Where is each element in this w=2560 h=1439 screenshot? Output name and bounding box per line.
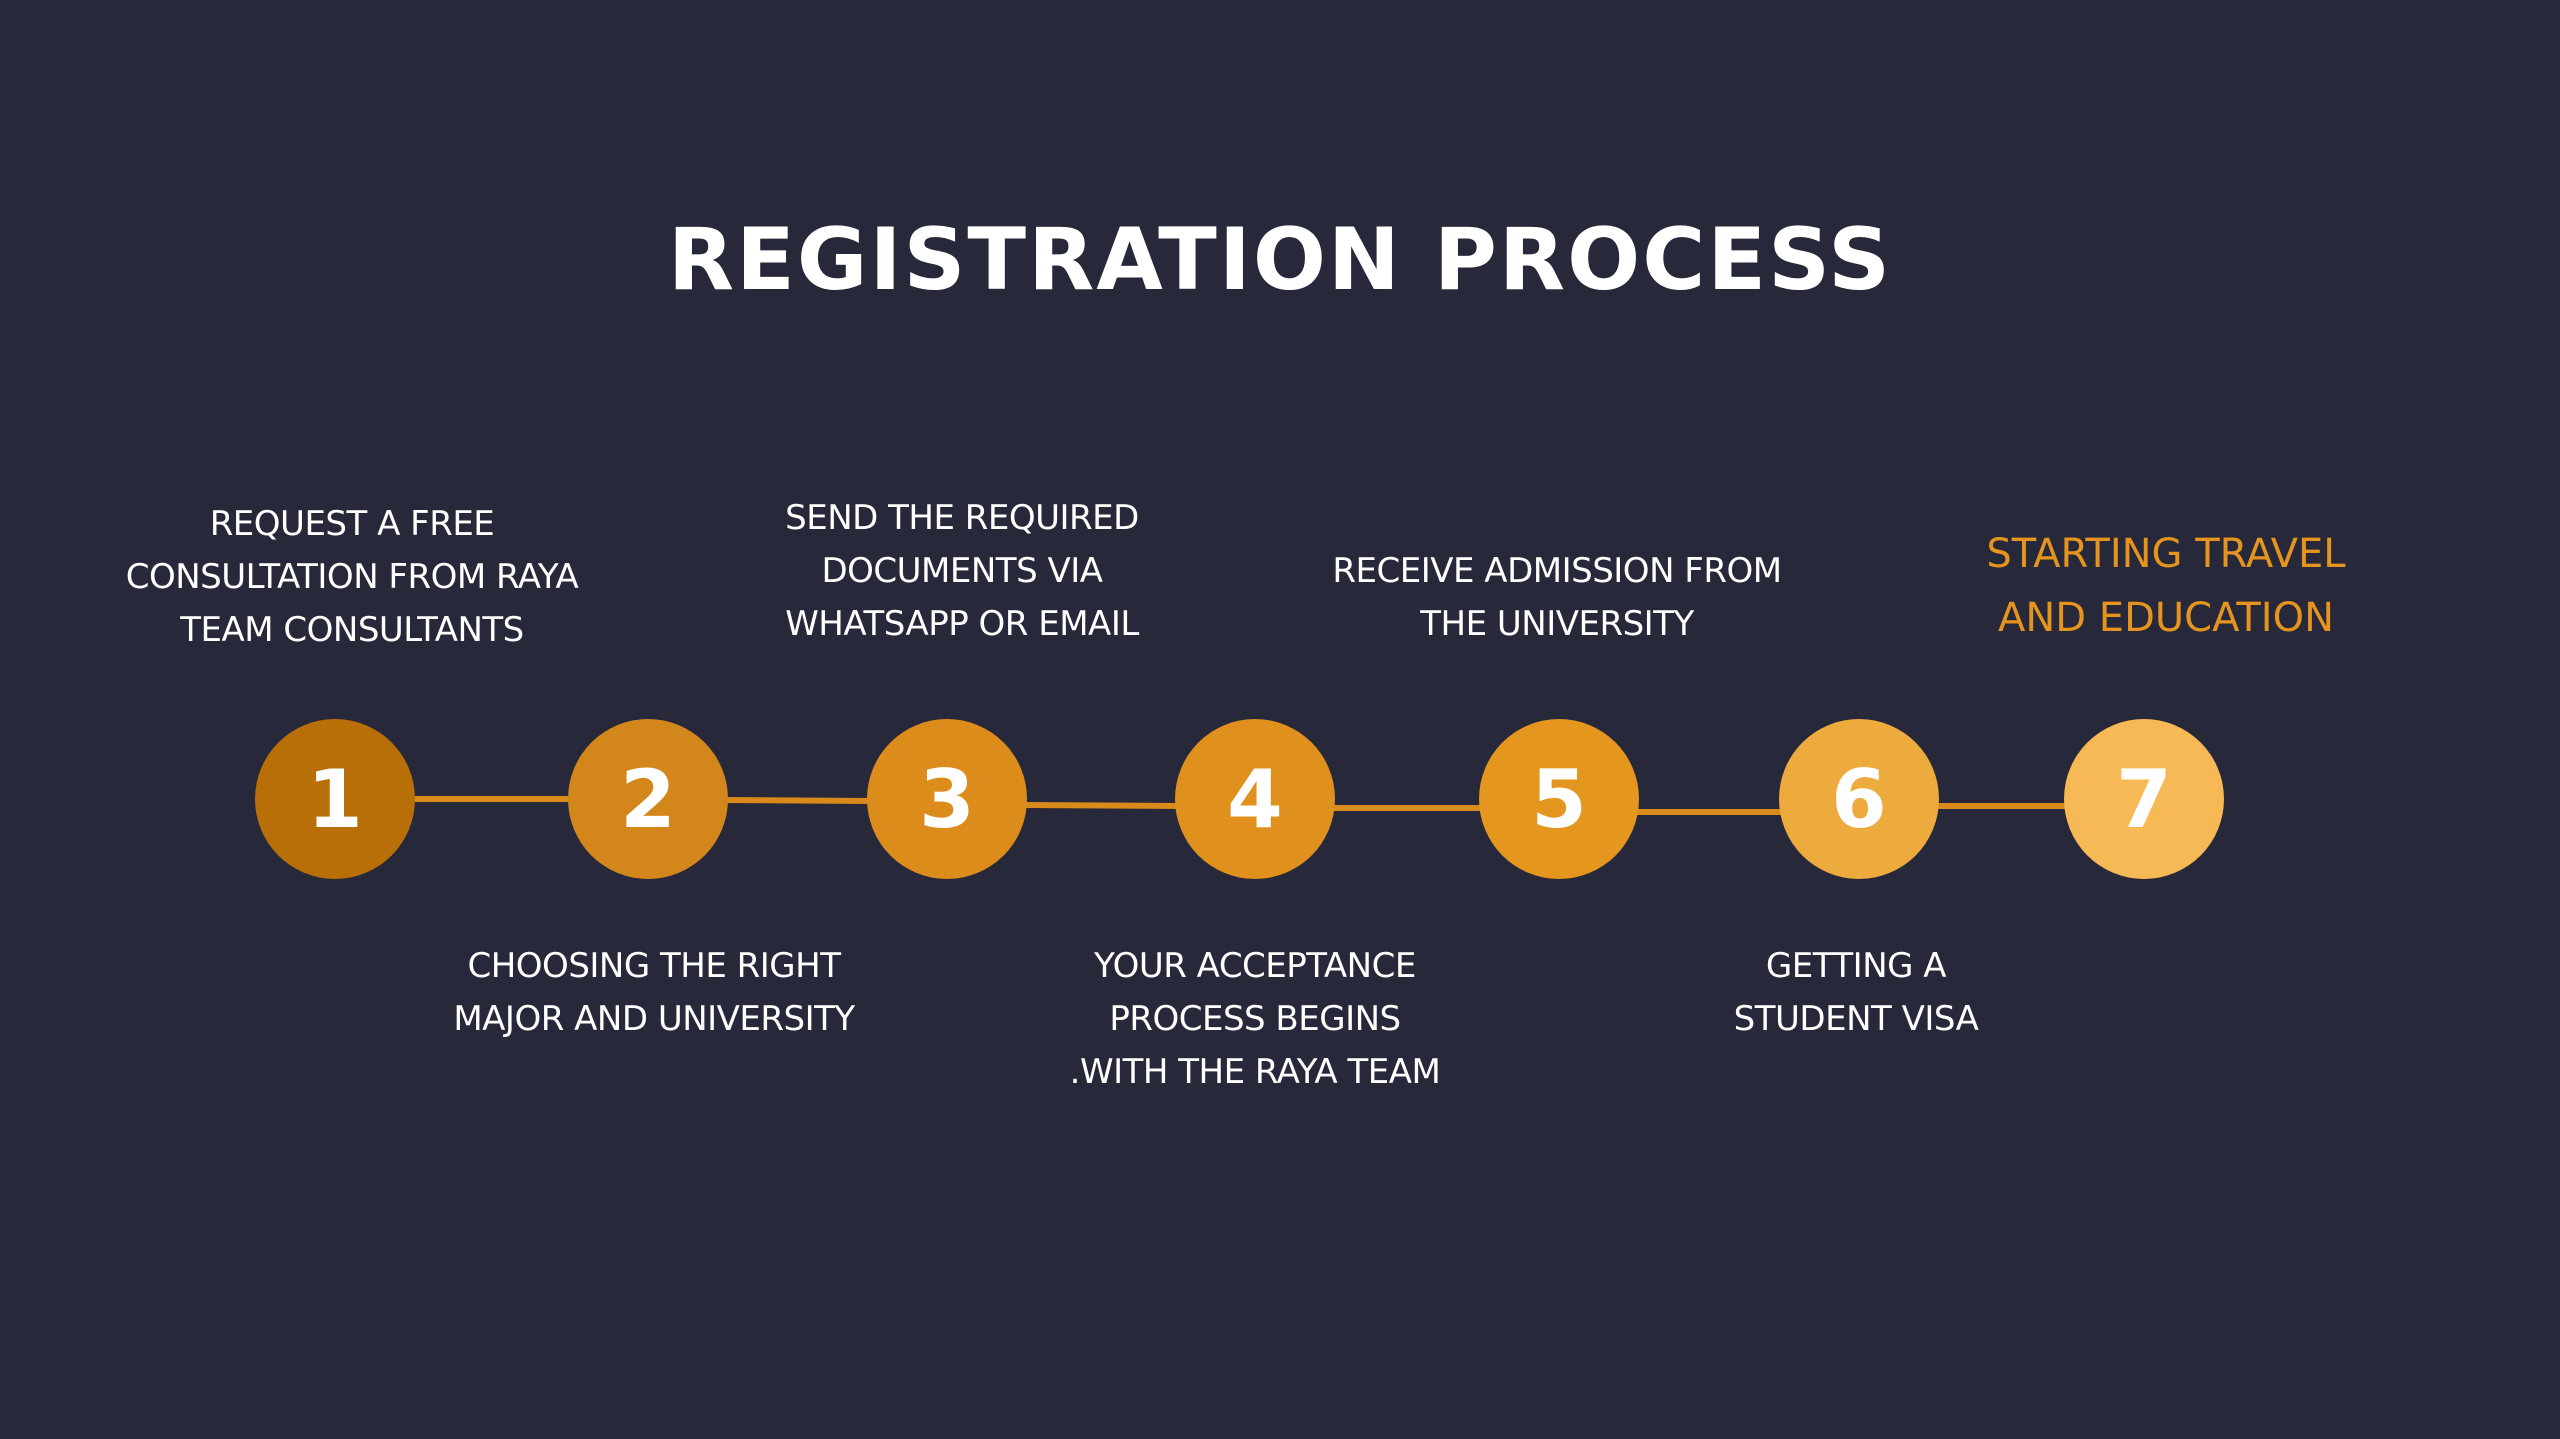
connector-2-3 — [724, 797, 871, 804]
step-1-circle: 1 — [255, 719, 415, 879]
step-2-circle: 2 — [568, 719, 728, 879]
step-1-label: REQUEST A FREE CONSULTATION FROM RAYA TE… — [125, 504, 579, 650]
step-7-label: STARTING TRAVEL AND EDUCATION — [1986, 531, 2346, 641]
step-5-circle: 5 — [1479, 719, 1639, 879]
connector-3-4 — [1024, 802, 1181, 809]
step-3-circle: 3 — [867, 719, 1027, 879]
step-2-label: CHOOSING THE RIGHT MAJOR AND UNIVERSITY — [453, 946, 855, 1039]
step-3-label: SEND THE REQUIRED DOCUMENTS VIA WHATSAPP… — [785, 498, 1139, 644]
step-7-circle: 7 — [2064, 719, 2224, 879]
step-4-label: YOUR ACCEPTANCE PROCESS BEGINS .WITH THE… — [1069, 946, 1441, 1092]
step-6-label: GETTING A STUDENT VISA — [1733, 946, 1979, 1039]
step-6-circle: 6 — [1779, 719, 1939, 879]
step-5-label: RECEIVE ADMISSION FROM THE UNIVERSITY — [1332, 551, 1782, 644]
step-4-circle: 4 — [1175, 719, 1335, 879]
page-title: REGISTRATION PROCESS — [667, 210, 1893, 310]
